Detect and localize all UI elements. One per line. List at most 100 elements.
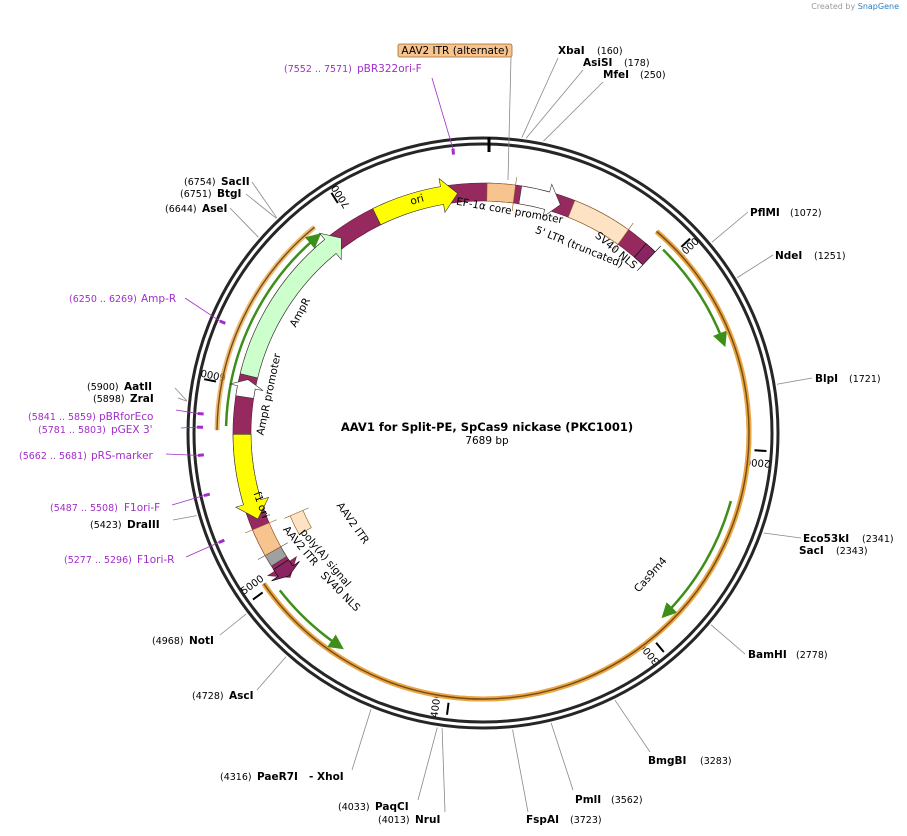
- primer-pbr322ori-f-name[interactable]: pBR322ori-F: [357, 63, 422, 75]
- site-leader-17: [177, 397, 187, 402]
- primer-amp-r-pos: (6250 .. 6269): [69, 294, 137, 305]
- primer-mark-0: [451, 148, 456, 155]
- site-asci-name[interactable]: AscI: [229, 690, 254, 702]
- primer-pbrforeco-pos: (5841 .. 5859): [28, 412, 96, 423]
- orf-line-ampr: [216, 226, 316, 431]
- feature-5ltr: [567, 200, 634, 252]
- orf-line-cas9-2: [263, 230, 750, 700]
- site-nrui-name[interactable]: NruI: [415, 814, 440, 826]
- primer-amp-r-name[interactable]: Amp-R: [141, 293, 176, 305]
- site-leader-11: [441, 728, 446, 813]
- site-blpi-name[interactable]: BlpI: [815, 373, 838, 385]
- site-paqci-name[interactable]: PaqCI: [375, 801, 409, 813]
- site-leader-8: [614, 699, 651, 753]
- primer-leader-0: [431, 77, 454, 149]
- site-ndei-name[interactable]: NdeI: [775, 250, 802, 262]
- site-aatii-name[interactable]: AatII: [124, 381, 152, 393]
- backbone-inner-ring: [192, 142, 774, 724]
- site-fspai-name[interactable]: FspAI: [526, 814, 559, 826]
- site-leader-6: [763, 532, 802, 539]
- site-sacii-pos: (6754): [184, 177, 216, 188]
- primer-leader-4: [165, 453, 198, 456]
- site-eco53ki-name[interactable]: Eco53kI: [803, 533, 849, 545]
- site-saci-name[interactable]: SacI: [799, 545, 824, 557]
- primer-f1ori-f-name[interactable]: F1ori-F: [124, 502, 160, 514]
- site-leader-4: [737, 254, 774, 278]
- orf-arrow-cas9-3: [278, 589, 344, 650]
- label-leader-lines: [165, 56, 813, 813]
- site-sacii-name[interactable]: SacII: [221, 176, 250, 188]
- orf-line-cas9-3: [263, 230, 750, 700]
- tick-4000: [446, 702, 450, 715]
- site-noti-pos: (4968): [152, 636, 184, 647]
- site-zrai-name[interactable]: ZraI: [130, 393, 154, 405]
- site-xbai-pos: (160): [597, 46, 623, 57]
- site-leader-7: [710, 624, 746, 655]
- feature-shapes: [229, 177, 662, 582]
- site-btgi-pos: (6751): [180, 189, 212, 200]
- feature-ef1a-promoter: [518, 183, 561, 218]
- orf-outline-cas9-2: [261, 229, 752, 702]
- aav2-alt-leader: [507, 56, 512, 181]
- tick-label-4000: 4000: [430, 692, 444, 719]
- site-paer7i-pos: (4316): [220, 772, 252, 783]
- site-btgi-name[interactable]: BtgI: [217, 188, 241, 200]
- site-draiii-pos: (5423): [90, 520, 122, 531]
- primer-f1ori-f-pos: (5487 .. 5508): [50, 503, 118, 514]
- site-asisi-name[interactable]: AsiSI: [583, 57, 612, 69]
- site-pflmi-pos: (1072): [790, 208, 822, 219]
- site-asei-pos: (6644): [165, 204, 197, 215]
- feature-aav2-itr-alt: [486, 177, 517, 212]
- feature-sv40-nls-top: [633, 243, 662, 271]
- primer-f1ori-r-pos: (5277 .. 5296): [64, 555, 132, 566]
- site-bmgbi-pos: (3283): [700, 756, 732, 767]
- site-mfei-name[interactable]: MfeI: [603, 69, 629, 81]
- tick-1000: [680, 237, 691, 248]
- site-leader-14: [256, 656, 287, 691]
- site-fspai-pos: (3723): [570, 815, 602, 826]
- backbone-outer-ring: [186, 136, 780, 730]
- tick-6000: [203, 378, 217, 383]
- site-draiii-name[interactable]: DraIII: [127, 519, 160, 531]
- site-eco53ki-pos: (2341): [862, 534, 894, 545]
- site-bmgbi-name[interactable]: BmgBI: [648, 755, 686, 767]
- primer-pgex3-name[interactable]: pGEX 3': [111, 424, 153, 436]
- site-pmli-name[interactable]: PmlI: [575, 794, 601, 806]
- site-xbai-name[interactable]: XbaI: [558, 45, 585, 57]
- site-leader-12: [417, 727, 438, 801]
- site-leader-10: [512, 729, 529, 813]
- primer-f1ori-r-name[interactable]: F1ori-R: [137, 554, 174, 566]
- site-leader-18: [174, 387, 188, 401]
- site-asei-name[interactable]: AseI: [202, 203, 227, 215]
- feature-ampr-promoter: [229, 379, 264, 399]
- credit-brand: SnapGene: [857, 2, 899, 11]
- site-bamhi-name[interactable]: BamHI: [748, 649, 787, 661]
- site-leader-5: [776, 377, 813, 385]
- site-xhoi-name[interactable]: - XhoI: [309, 771, 344, 783]
- site-leader-2: [543, 81, 604, 142]
- primer-mark-1: [219, 319, 226, 325]
- site-leader-19: [229, 207, 259, 238]
- site-pflmi-name[interactable]: PflMI: [750, 207, 780, 219]
- feature-aav2-itr-inner: [284, 507, 312, 535]
- site-mfei-pos: (250): [640, 70, 666, 81]
- site-ndei-pos: (1251): [814, 251, 846, 262]
- site-paer7i-name[interactable]: PaeR7I: [257, 771, 298, 783]
- primer-pbr322ori-f-pos: (7552 .. 7571): [284, 64, 352, 75]
- site-nrui-pos: (4013): [378, 815, 410, 826]
- tick-label-2000: 2000: [745, 456, 771, 469]
- site-noti-name[interactable]: NotI: [189, 635, 214, 647]
- feature-label-ori: ori: [409, 192, 425, 207]
- feature-label-aav2-itr-right: AAV2 ITR: [334, 500, 371, 546]
- site-zrai-pos: (5898): [93, 394, 125, 405]
- tick-label-3000: 3000: [637, 640, 662, 667]
- primer-prs-marker-name[interactable]: pRS-marker: [91, 450, 154, 462]
- primer-mark-6: [218, 538, 225, 544]
- primer-pbrforeco-name[interactable]: pBRforEco: [99, 411, 153, 423]
- site-leader-21: [251, 181, 278, 219]
- tick-7000: [330, 192, 339, 204]
- primer-leader-3: [180, 426, 198, 429]
- site-paqci-pos: (4033): [338, 802, 370, 813]
- feature-f1-ori: [232, 433, 270, 520]
- primers: (7552 .. 7571) pBR322ori-F (6250 .. 6269…: [19, 63, 422, 566]
